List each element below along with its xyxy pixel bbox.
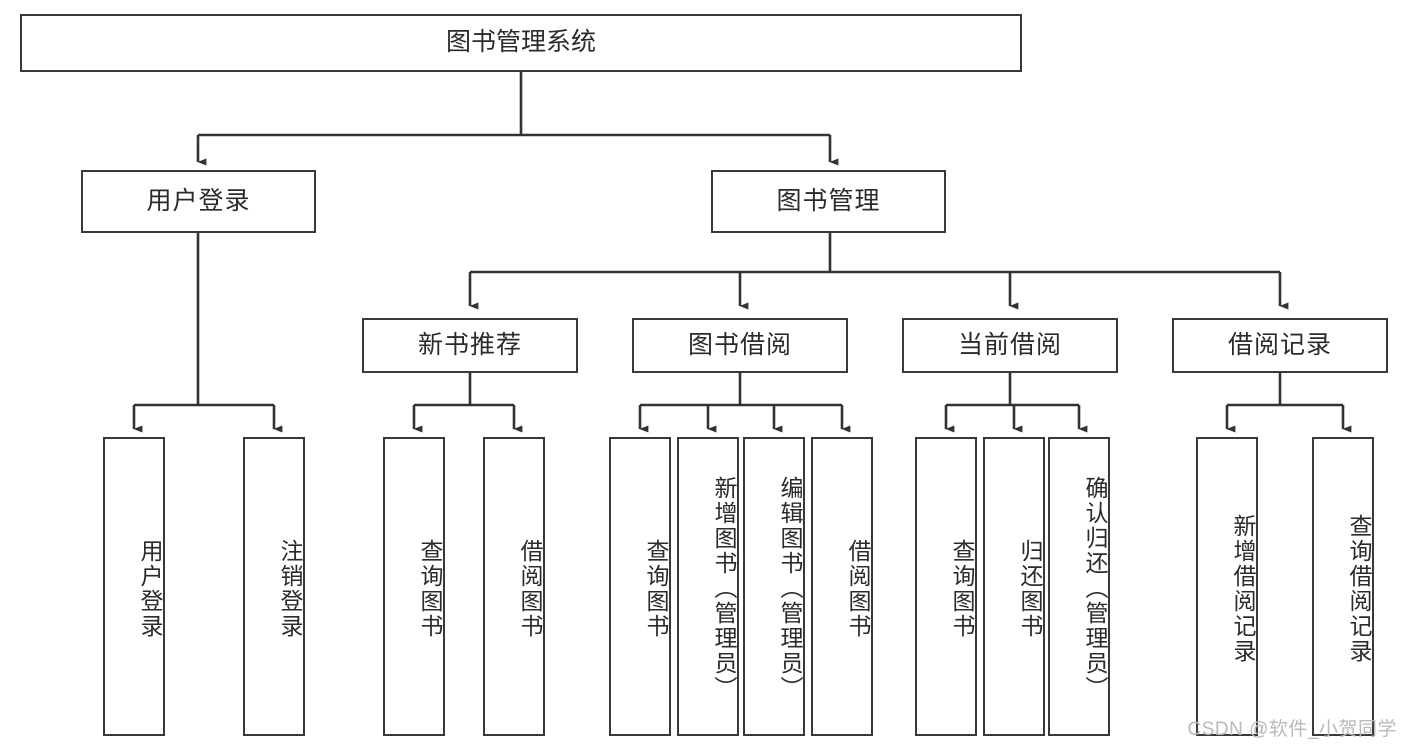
node-book-management[interactable]: 图书管理: [711, 170, 946, 233]
node-label: 用户登录: [146, 186, 251, 215]
node-current-borrow[interactable]: 当前借阅: [902, 318, 1118, 373]
leaf-user-login-signout[interactable]: 注销登录: [243, 437, 305, 736]
node-label: 图书借阅: [687, 330, 792, 359]
leaf-record-add-record[interactable]: 新增借阅记录: [1196, 437, 1258, 736]
node-label: 借阅图书: [517, 538, 543, 639]
leaf-current-return-book[interactable]: 归还图书: [983, 437, 1045, 736]
node-root-system[interactable]: 图书管理系统: [20, 14, 1022, 72]
node-label: 当前借阅: [957, 330, 1062, 359]
leaf-borrow-edit-book-admin[interactable]: 编辑图书（管理员）: [743, 437, 805, 736]
node-label: 查询图书: [643, 538, 669, 639]
node-label: 查询借阅记录: [1346, 513, 1372, 664]
leaf-current-query-book[interactable]: 查询图书: [915, 437, 977, 736]
node-label: 用户登录: [137, 538, 163, 639]
node-label: 查询图书: [949, 538, 975, 639]
node-label: 注销登录: [277, 538, 303, 639]
node-user-login[interactable]: 用户登录: [81, 170, 316, 233]
node-label: 图书管理: [776, 186, 881, 215]
node-borrow-record[interactable]: 借阅记录: [1172, 318, 1388, 373]
node-book-borrow[interactable]: 图书借阅: [632, 318, 848, 373]
csdn-watermark: CSDN @软件_小贺同学: [1187, 719, 1397, 740]
node-label: 查询图书: [417, 538, 443, 639]
leaf-borrow-query-book[interactable]: 查询图书: [609, 437, 671, 736]
leaf-user-login-signin[interactable]: 用户登录: [103, 437, 165, 736]
node-label: 借阅记录: [1227, 330, 1332, 359]
node-label: 新增图书（管理员）: [711, 476, 737, 701]
leaf-borrow-add-book-admin[interactable]: 新增图书（管理员）: [677, 437, 739, 736]
node-label: 新增借阅记录: [1230, 513, 1256, 664]
leaf-recommend-query-book[interactable]: 查询图书: [383, 437, 445, 736]
node-label: 编辑图书（管理员）: [777, 476, 803, 701]
leaf-borrow-borrow-book[interactable]: 借阅图书: [811, 437, 873, 736]
node-label: 确认归还（管理员）: [1082, 476, 1108, 701]
leaf-recommend-borrow-book[interactable]: 借阅图书: [483, 437, 545, 736]
node-label: 借阅图书: [845, 538, 871, 639]
leaf-current-confirm-return-admin[interactable]: 确认归还（管理员）: [1048, 437, 1110, 736]
leaf-record-query-record[interactable]: 查询借阅记录: [1312, 437, 1374, 736]
node-label: 归还图书: [1017, 538, 1043, 639]
node-label: 图书管理系统: [445, 28, 596, 57]
node-label: 新书推荐: [417, 330, 522, 359]
node-new-book-recommend[interactable]: 新书推荐: [362, 318, 578, 373]
